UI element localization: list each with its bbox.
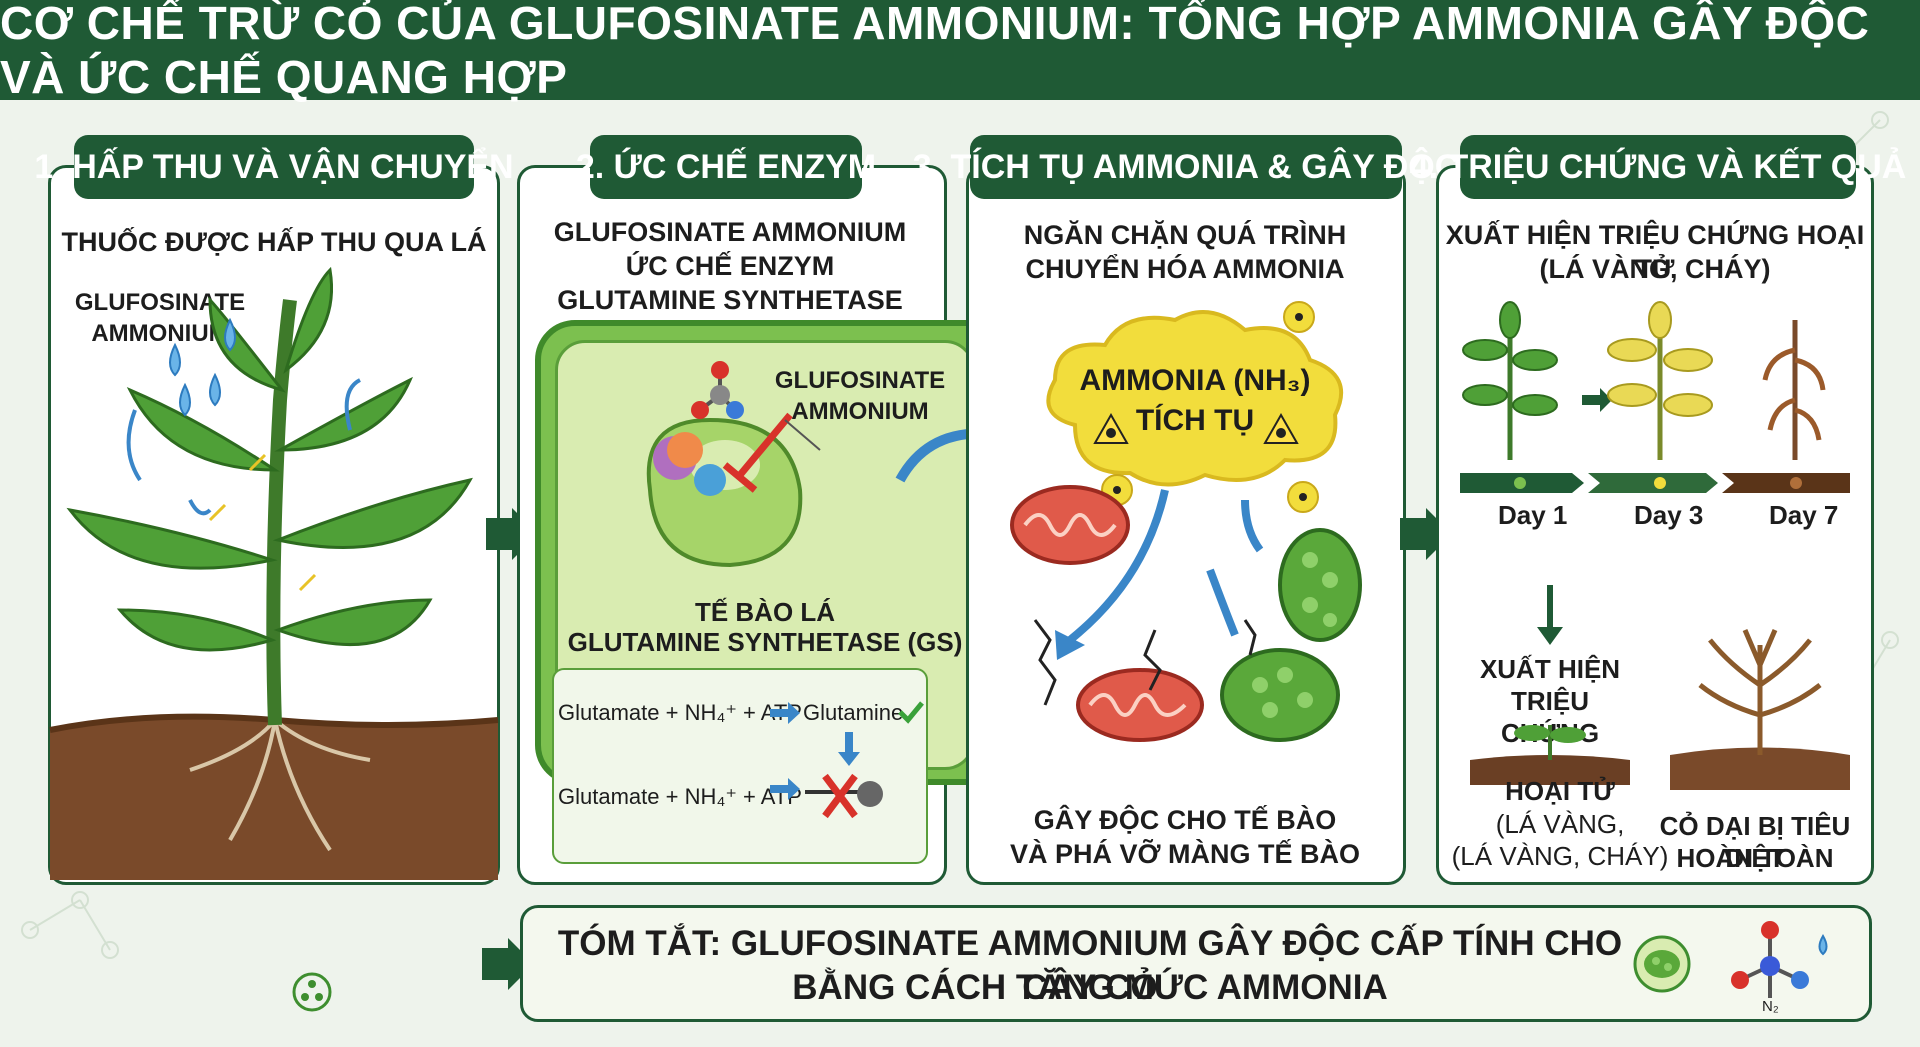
panel-1-caption: THUỐC ĐƯỢC HẤP THU QUA LÁ <box>61 227 487 257</box>
down-arrow-icon <box>838 732 860 766</box>
ammonia-cloud-icon <box>1046 310 1344 487</box>
reaction-2-substrates: Glutamate + NH₄⁺ + ATP <box>558 784 802 809</box>
title-banner: CƠ CHẾ TRỪ CỎ CỦA GLUFOSINATE AMMONIUM: … <box>0 0 1920 103</box>
panel-2-caption-line-2: ỨC CHẾ ENZYM <box>625 251 835 281</box>
chemical-label-line-2: AMMONIUM <box>91 320 229 347</box>
inhibitor-label-line-2: AMMONIUM <box>791 398 929 425</box>
panel-3-bottom-line-2: VÀ PHÁ VỠ MÀNG TẾ BÀO <box>1009 839 1361 869</box>
summary-line-2: BẰNG CÁCH TĂNG MỨC AMMONIA <box>792 968 1388 1007</box>
panel-3-bottom-line-1: GÂY ĐỘC CHO TẾ BÀO <box>1033 805 1337 835</box>
panel-2-tab: 2. ỨC CHẾ ENZYM <box>576 135 876 199</box>
day-7-label: Day 7 <box>1769 500 1839 530</box>
dead-weed-line-2: HOÀN TOÀN <box>1676 843 1834 873</box>
blocked-reaction-icon <box>770 773 883 819</box>
necrosis-line-1: HOẠI TỬ <box>1505 776 1615 806</box>
day-3-label: Day 3 <box>1634 500 1704 530</box>
panel-3-tab: 3. TÍCH TỤ AMMONIA & GÂY ĐỘC <box>913 135 1459 199</box>
dead-weed-line-1: CỎ DẠI BỊ TIÊU DIỆT <box>1659 811 1851 873</box>
plant-progression-illustration <box>1462 301 1826 460</box>
page-title: CƠ CHẾ TRỪ CỎ CỦA GLUFOSINATE AMMONIUM: … <box>0 0 1870 103</box>
damaged-organelles-illustration <box>1010 485 1362 742</box>
panel-2-caption-line-1: GLUFOSINATE AMMONIUM <box>553 217 907 247</box>
summary-line-1: TÓM TẮT: GLUFOSINATE AMMONIUM GÂY ĐỘC CẤ… <box>557 924 1623 1007</box>
necrosis-line-2: (LÁ VÀNG, <box>1495 809 1625 839</box>
plant-illustration <box>49 266 499 880</box>
enzyme-inhibition-illustration <box>646 361 821 568</box>
sprout-in-soil-illustration <box>1470 725 1630 785</box>
panel-4-caption-line-1: XUẤT HIỆN TRIỆU CHỨNG HOẠI TỬ <box>1445 220 1865 284</box>
reaction-1-arrow-icon <box>770 702 800 724</box>
chloroplast-icon <box>1633 935 1691 993</box>
molecule-label: N₂ <box>1762 998 1779 1015</box>
down-arrow-symptom-icon <box>1537 585 1563 645</box>
panel-4-tab: 4. TRIỆU CHỨNG VÀ KẾT QUẢ <box>1410 135 1906 199</box>
panel-1-tab: 1. HẤP THU VÀ VẬN CHUYỂN <box>34 135 514 199</box>
reaction-box <box>552 668 928 864</box>
cell-label-line-1: TẾ BÀO LÁ <box>694 597 836 627</box>
panel-3-caption-line-1: NGĂN CHẶN QUÁ TRÌNH <box>1023 220 1347 250</box>
panel-4-caption-line-2: (LÁ VÀNG, CHÁY) <box>1539 254 1771 284</box>
inhibitor-label-line-1: GLUFOSINATE <box>774 367 946 394</box>
day-timeline-bar <box>1460 473 1850 493</box>
sprout-label-line-1: XUẤT HIỆN <box>1479 654 1621 684</box>
ammonia-cloud-line-2: TÍCH TỤ <box>1135 404 1255 437</box>
ammonia-cloud-line-1: AMMONIA (NH₃) <box>1079 364 1311 397</box>
day-1-label: Day 1 <box>1498 500 1568 530</box>
radiation-warning-icon-3 <box>1287 481 1319 513</box>
reaction-1-product: Glutamine <box>803 700 904 725</box>
check-icon <box>898 701 924 724</box>
dead-weed-illustration <box>1670 629 1850 790</box>
recycle-leaf-logo-icon <box>292 972 332 1012</box>
radiation-warning-icon <box>1283 301 1315 333</box>
cell-label-line-2: GLUTAMINE SYNTHETASE (GS) <box>567 627 963 657</box>
ammonia-molecule-icon <box>1731 921 1828 998</box>
necrosis-line-3: (LÁ VÀNG, CHÁY) <box>1451 841 1669 871</box>
reaction-1-substrates: Glutamate + NH₄⁺ + ATP <box>558 700 802 725</box>
panel-3-caption-line-2: CHUYỂN HÓA AMMONIA <box>1025 254 1345 284</box>
